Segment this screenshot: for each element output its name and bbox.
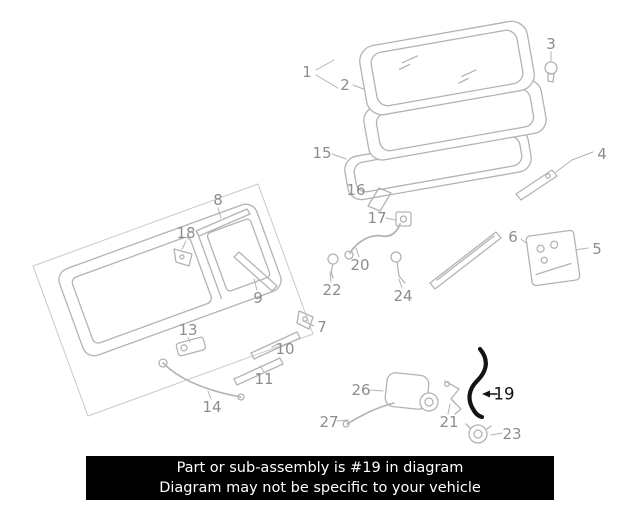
part-label-21: 21 xyxy=(439,413,459,431)
part-label-5: 5 xyxy=(592,240,602,258)
part-label-6: 6 xyxy=(508,228,518,246)
bracket-18 xyxy=(173,248,193,267)
sunroof-frame xyxy=(58,203,282,357)
subassembly-outline xyxy=(32,183,314,417)
deflector-16 xyxy=(367,187,392,212)
part-label-24: 24 xyxy=(393,287,413,305)
bracket-21 xyxy=(443,380,462,415)
part-label-9: 9 xyxy=(253,289,263,307)
hose-20 xyxy=(344,223,401,260)
part-label-3: 3 xyxy=(546,35,556,53)
part-label-2: 2 xyxy=(340,76,350,94)
bracket-24 xyxy=(390,251,406,284)
bracket-7 xyxy=(296,310,314,330)
screw-3 xyxy=(544,61,558,83)
rail-8 xyxy=(195,208,251,237)
control-unit-6 xyxy=(525,229,581,287)
glass-panel xyxy=(359,20,535,116)
drain-hose-19-highlight xyxy=(467,346,488,420)
part-label-26: 26 xyxy=(351,381,371,399)
part-label-14: 14 xyxy=(202,398,222,416)
part-label-27: 27 xyxy=(319,413,339,431)
part-label-16: 16 xyxy=(346,181,366,199)
part-label-15: 15 xyxy=(312,144,332,162)
leader-lines xyxy=(181,51,594,436)
part-label-13: 13 xyxy=(178,321,198,339)
part-label-8: 8 xyxy=(213,191,223,209)
cable-27 xyxy=(342,402,395,428)
part-label-11: 11 xyxy=(254,370,274,388)
drive-motor-26 xyxy=(384,372,439,412)
part-label-1: 1 xyxy=(302,63,312,81)
rail-11 xyxy=(233,357,284,386)
disclaimer-banner: Part or sub-assembly is #19 in diagram D… xyxy=(86,456,554,500)
part-label-4: 4 xyxy=(597,145,607,163)
part-label-18: 18 xyxy=(176,224,196,242)
part-label-10: 10 xyxy=(275,340,295,358)
part-label-17: 17 xyxy=(367,209,387,227)
part-label-19-highlight: 19 xyxy=(493,384,515,404)
grommet-23 xyxy=(465,423,492,444)
guide-rail xyxy=(429,231,502,290)
banner-line-1: Part or sub-assembly is #19 in diagram xyxy=(176,460,464,476)
rail-9 xyxy=(233,251,278,292)
motor-bracket-13 xyxy=(175,336,207,357)
part-label-7: 7 xyxy=(317,318,327,336)
banner-line-2: Diagram may not be specific to your vehi… xyxy=(159,480,481,496)
bracket-rail-4 xyxy=(515,169,558,201)
cable-14 xyxy=(158,358,245,401)
clip-17 xyxy=(395,211,412,227)
part-label-22: 22 xyxy=(322,281,342,299)
clip-22 xyxy=(327,253,339,279)
part-label-23: 23 xyxy=(502,425,522,443)
highlight-arrow-icon xyxy=(482,390,498,398)
part-label-20: 20 xyxy=(350,256,370,274)
rail-10 xyxy=(250,331,301,360)
